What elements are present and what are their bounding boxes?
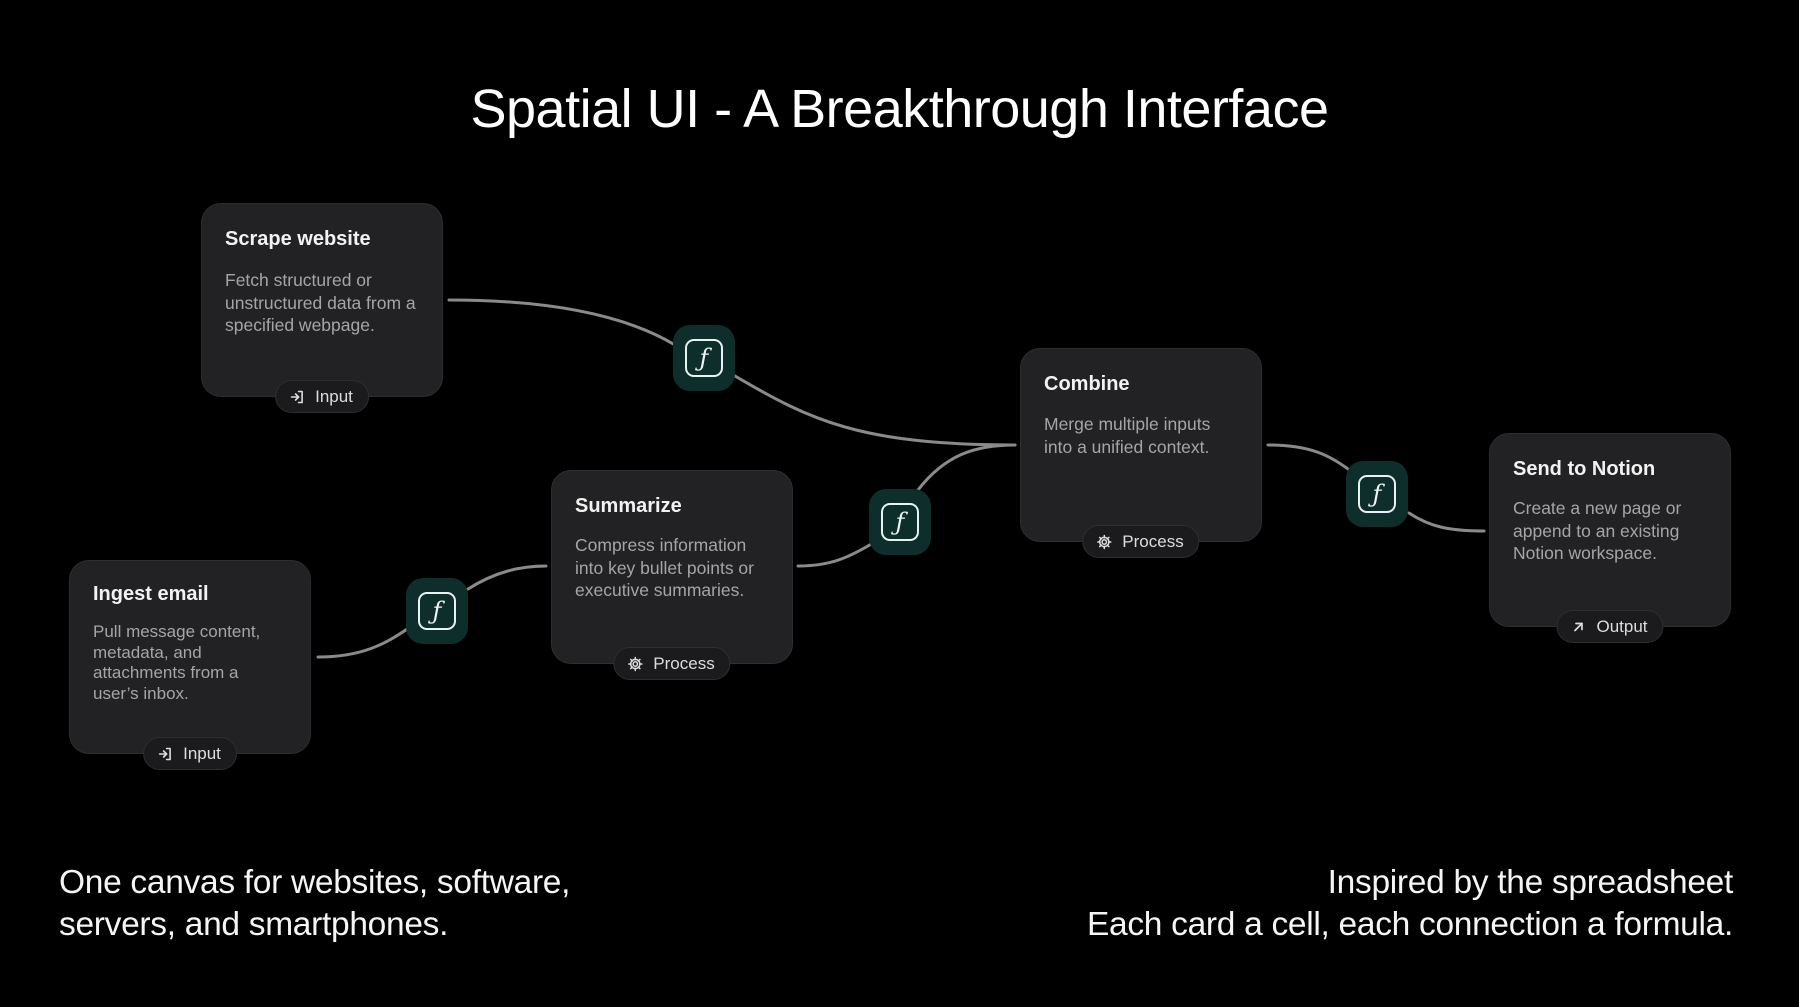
card-description: Create a new page or append to an existi…	[1513, 498, 1682, 563]
card-ingest-email[interactable]: Ingest email Pull message content, metad…	[69, 560, 311, 770]
caption-left: One canvas for websites, software, serve…	[59, 862, 570, 946]
card-description: Fetch structured or unstructured data fr…	[225, 270, 416, 335]
arrow-up-right-icon	[1574, 622, 1583, 631]
card-title: Scrape website	[225, 228, 371, 250]
input-icon	[290, 390, 303, 403]
wire-f4-to-notion	[1407, 511, 1486, 533]
caption-right-line-2: Each card a cell, each connection a form…	[1086, 906, 1733, 943]
function-node-2[interactable]: ƒ	[406, 578, 468, 644]
badge-label: Input	[183, 743, 221, 763]
function-node-1[interactable]: ƒ	[673, 325, 735, 391]
function-icon: ƒ	[418, 592, 456, 630]
wire-summarize-to-f3	[796, 541, 875, 568]
caption-right: Inspired by the spreadsheet Each card a …	[1087, 862, 1733, 946]
badge-label: Output	[1596, 616, 1648, 636]
caption-left-line-1: One canvas for websites, software,	[59, 864, 571, 901]
caption-right-line-1: Inspired by the spreadsheet	[1327, 864, 1734, 901]
card-scrape-website[interactable]: Scrape website Fetch structured or unstr…	[201, 203, 443, 413]
function-icon: ƒ	[881, 503, 919, 541]
wire-f2-to-summarize	[466, 564, 548, 591]
wire-scrape-to-f1	[447, 298, 677, 347]
page-title: Spatial UI - A Breakthrough Interface	[470, 79, 1330, 139]
function-node-3[interactable]: ƒ	[869, 489, 931, 555]
card-send-to-notion[interactable]: Send to Notion Create a new page or appe…	[1489, 433, 1731, 643]
card-combine[interactable]: Combine Merge multiple inputs into a uni…	[1020, 348, 1262, 558]
function-icon: ƒ	[685, 339, 723, 377]
card-description: Pull message content, metadata, and atta…	[93, 622, 261, 703]
function-icon: ƒ	[1358, 475, 1396, 513]
badge-label: Process	[653, 653, 715, 673]
card-title: Ingest email	[93, 583, 209, 605]
card-title: Send to Notion	[1513, 458, 1656, 480]
wire-f3-to-combine	[916, 443, 1017, 492]
card-description: Compress information into key bullet poi…	[575, 535, 754, 600]
card-badge-input: Input	[143, 737, 237, 770]
card-title: Summarize	[575, 495, 682, 517]
gear-icon	[1097, 534, 1112, 549]
wire-email-to-f2	[316, 625, 412, 659]
caption-left-line-2: servers, and smartphones.	[59, 906, 449, 943]
wire-combine-to-f4	[1266, 443, 1354, 474]
badge-label: Process	[1122, 531, 1184, 551]
wire-f1-to-combine	[733, 374, 1017, 447]
card-badge-process: Process	[613, 647, 731, 680]
card-title: Combine	[1044, 373, 1130, 395]
gear-icon	[628, 656, 643, 671]
card-badge-input: Input	[275, 380, 369, 413]
function-node-4[interactable]: ƒ	[1346, 461, 1408, 527]
input-icon	[158, 747, 171, 760]
card-badge-process: Process	[1082, 525, 1200, 558]
badge-label: Input	[315, 386, 353, 406]
card-description: Merge multiple inputs into a unified con…	[1044, 414, 1211, 457]
card-summarize[interactable]: Summarize Compress information into key …	[551, 470, 793, 680]
card-badge-output: Output	[1556, 610, 1664, 643]
